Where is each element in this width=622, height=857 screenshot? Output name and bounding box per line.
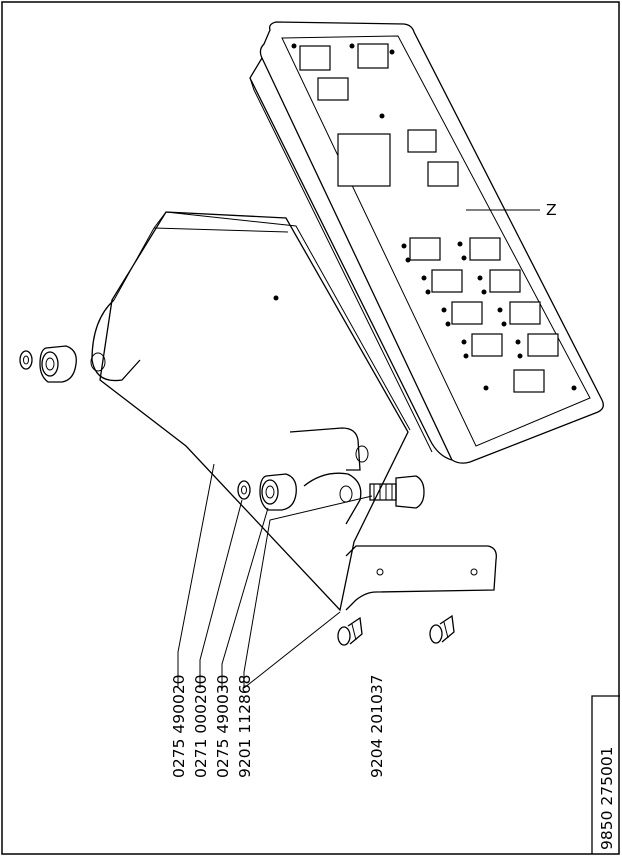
part-number-3: 0275 490030: [214, 674, 232, 778]
part-number-1: 0275 490020: [170, 674, 188, 778]
washer-nut-middle: [237, 473, 297, 511]
drawing-number-box: 9850 275001: [591, 695, 620, 854]
part-number-5: 9204 201037: [368, 674, 386, 778]
mounting-bracket: [90, 211, 497, 612]
part-number-4: 9201 112868: [236, 674, 254, 778]
hex-bolt: [369, 475, 425, 509]
part-number-2: 0271 000200: [192, 674, 210, 778]
panel-housing: [249, 21, 604, 464]
detail-letter-z: Z: [546, 201, 557, 219]
leader-lines: [177, 463, 373, 689]
screw-right: [429, 614, 455, 644]
drawing-number: 9850 275001: [598, 746, 616, 850]
washer-nut-top: [19, 345, 77, 383]
screw-left: [337, 616, 363, 646]
part-number-labels: 0275 490020 0271 000200 0275 490030 9201…: [170, 674, 386, 778]
